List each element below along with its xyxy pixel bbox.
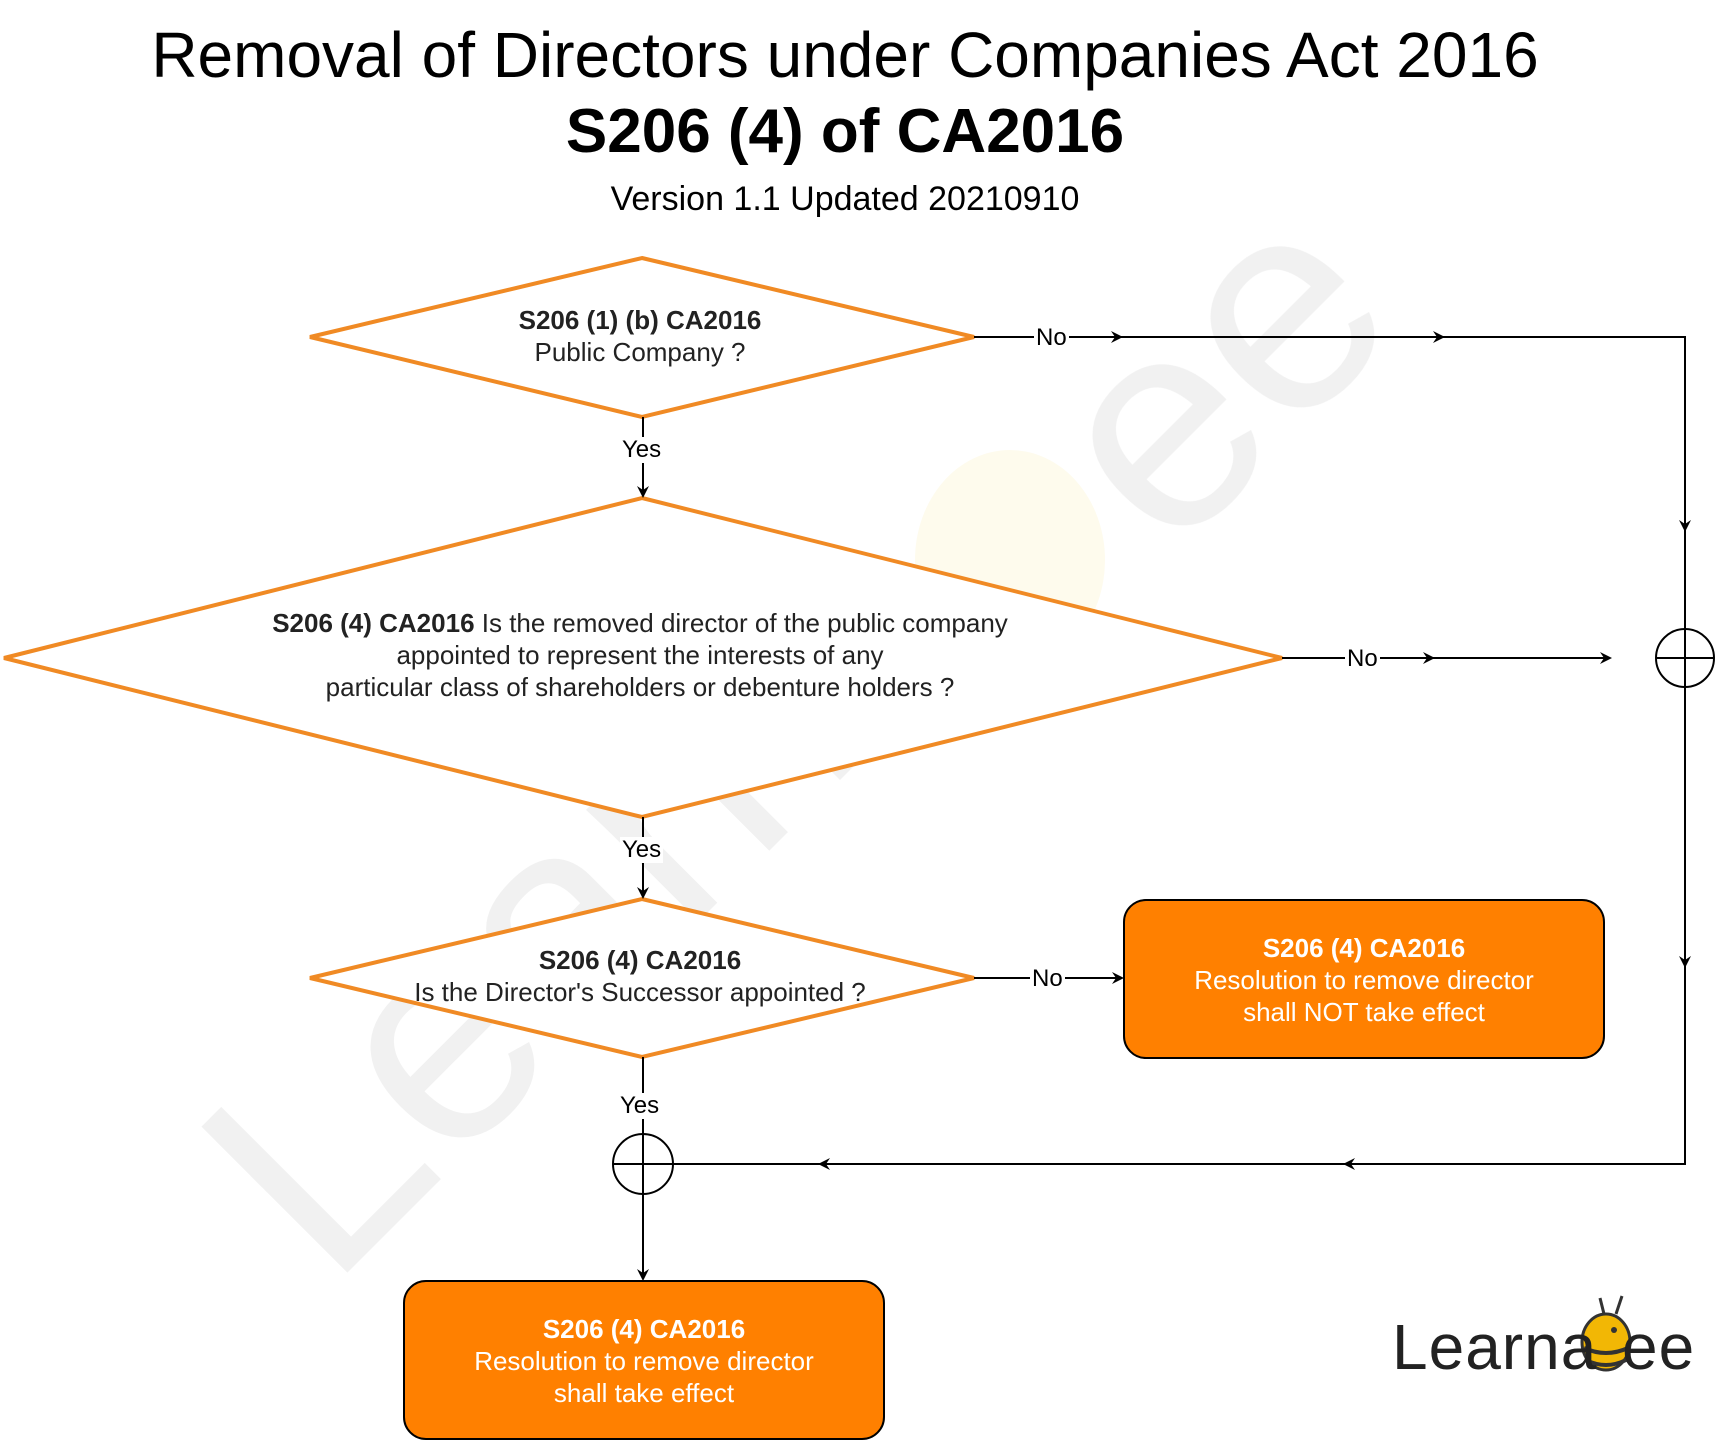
result-ref: S206 (4) CA2016 — [542, 1314, 746, 1344]
decision-question-line: particular class of shareholders or debe… — [325, 672, 955, 702]
bee-logo-icon — [1580, 1295, 1632, 1372]
decision-class-representative-text: S206 (4) CA2016 Is the removed director … — [190, 607, 1090, 703]
edge-label-no: No — [1030, 965, 1065, 992]
decision-public-company-text: S206 (1) (b) CA2016 Public Company ? — [440, 304, 840, 368]
decision-question-line: Is the removed director of the public co… — [481, 608, 1008, 638]
version-label: Version 1.1 Updated 20210910 — [610, 180, 1080, 218]
result-line: shall take effect — [553, 1378, 735, 1408]
result-not-take-effect-text: S206 (4) CA2016 Resolution to remove dir… — [1124, 932, 1604, 1028]
junction-bottom — [612, 1133, 674, 1195]
result-take-effect — [403, 1280, 885, 1440]
decision-question-line: appointed to represent the interests of … — [396, 640, 884, 670]
decision-question: Public Company ? — [534, 337, 746, 367]
edge-label-yes: Yes — [620, 436, 664, 463]
page-subtitle: S206 (4) of CA2016 — [565, 97, 1125, 166]
junction-right — [1655, 628, 1715, 688]
logo-text-suffix: ee — [1622, 1311, 1696, 1383]
result-not-take-effect — [1123, 899, 1605, 1059]
decision-ref: S206 (1) (b) CA2016 — [518, 305, 762, 335]
result-line: Resolution to remove director — [1194, 965, 1534, 995]
edge-label-yes: Yes — [620, 836, 664, 863]
edge-label-yes: Yes — [618, 1092, 662, 1119]
edge-label-no: No — [1345, 645, 1380, 672]
result-take-effect-text: S206 (4) CA2016 Resolution to remove dir… — [404, 1313, 884, 1409]
decision-successor-appointed-text: S206 (4) CA2016 Is the Director's Succes… — [370, 944, 910, 1008]
decision-question: Is the Director's Successor appointed ? — [414, 977, 866, 1007]
result-line: Resolution to remove director — [474, 1346, 814, 1376]
logo-text: Learna — [1392, 1311, 1598, 1383]
decision-ref: S206 (4) CA2016 — [272, 608, 475, 638]
page-title: Removal of Directors under Companies Act… — [151, 19, 1539, 91]
decision-ref: S206 (4) CA2016 — [538, 945, 742, 975]
result-line: shall NOT take effect — [1243, 997, 1485, 1027]
result-ref: S206 (4) CA2016 — [1262, 933, 1466, 963]
edge-label-no: No — [1034, 324, 1069, 351]
